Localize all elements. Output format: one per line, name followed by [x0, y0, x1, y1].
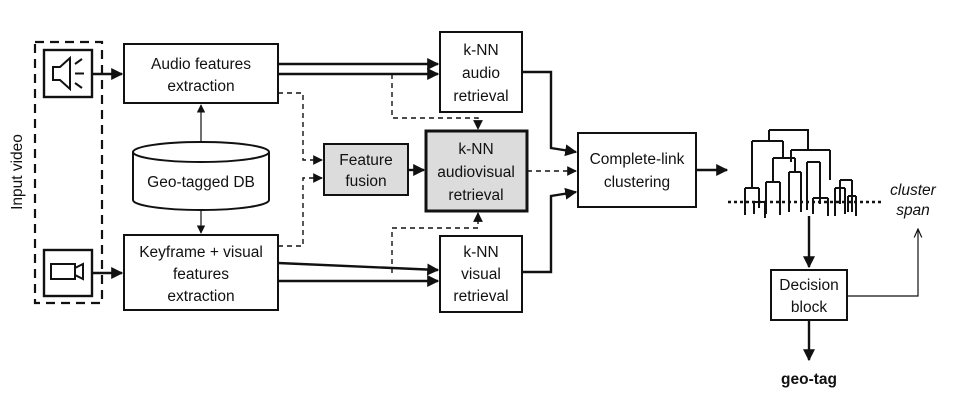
decision-block-box [770, 269, 848, 321]
feature-fusion-line2: fusion [345, 173, 386, 190]
camera-icon [42, 248, 94, 298]
dash-audio-to-knn-av [391, 74, 483, 130]
cluster-span-line1: cluster [890, 182, 936, 199]
audio-features-line2: extraction [167, 78, 234, 95]
decision-line2: block [791, 299, 827, 316]
input-video-container [33, 40, 104, 305]
dash-audio-to-fusion [278, 92, 323, 165]
knn-audio-line2: audio [462, 65, 500, 82]
dash-keyframe-to-knn-av [391, 212, 483, 273]
knn-visual-line3: retrieval [453, 288, 508, 305]
dendrogram [744, 129, 857, 218]
keyframe-line1: Keyframe + visual [139, 244, 263, 261]
speaker-icon [42, 48, 94, 99]
knn-visual-box [439, 235, 523, 313]
knn-av-line2: audiovisual [437, 164, 515, 181]
clustering-box [577, 132, 697, 208]
knn-audio-box [439, 31, 523, 113]
audio-features-line1: Audio features [151, 56, 251, 73]
knn-visual-line1: k-NN [463, 244, 498, 261]
geo-tagged-db-label: Geo-tagged DB [147, 174, 255, 191]
arrow-knn-visual-to-clustering [522, 187, 578, 274]
audio-features-box [123, 43, 279, 104]
geo-tag-label: geo-tag [781, 371, 837, 388]
knn-av-line3: retrieval [448, 187, 503, 204]
keyframe-box [123, 234, 279, 311]
clustering-line2: clustering [604, 174, 670, 191]
geo-tagged-db [132, 141, 270, 211]
arrow-knn-audio-to-clustering [522, 70, 578, 157]
decision-line1: Decision [779, 277, 838, 294]
knn-visual-line2: visual [461, 266, 501, 283]
keyframe-line3: extraction [167, 288, 234, 305]
dash-keyframe-to-fusion [278, 173, 323, 247]
keyframe-line2: features [173, 266, 229, 283]
feature-fusion-box [323, 143, 409, 196]
knn-av-line1: k-NN [458, 141, 493, 158]
cluster-span-line2: span [896, 202, 930, 219]
input-video-label: Input video [9, 134, 26, 210]
clustering-line1: Complete-link [590, 151, 685, 168]
knn-audio-line1: k-NN [463, 42, 498, 59]
feature-fusion-line1: Feature [339, 152, 392, 169]
arrow-keyframe-to-knn-visual-1 [277, 261, 440, 276]
arrow-decision-to-cluster-span [847, 229, 918, 297]
knn-audio-line3: retrieval [453, 88, 508, 105]
